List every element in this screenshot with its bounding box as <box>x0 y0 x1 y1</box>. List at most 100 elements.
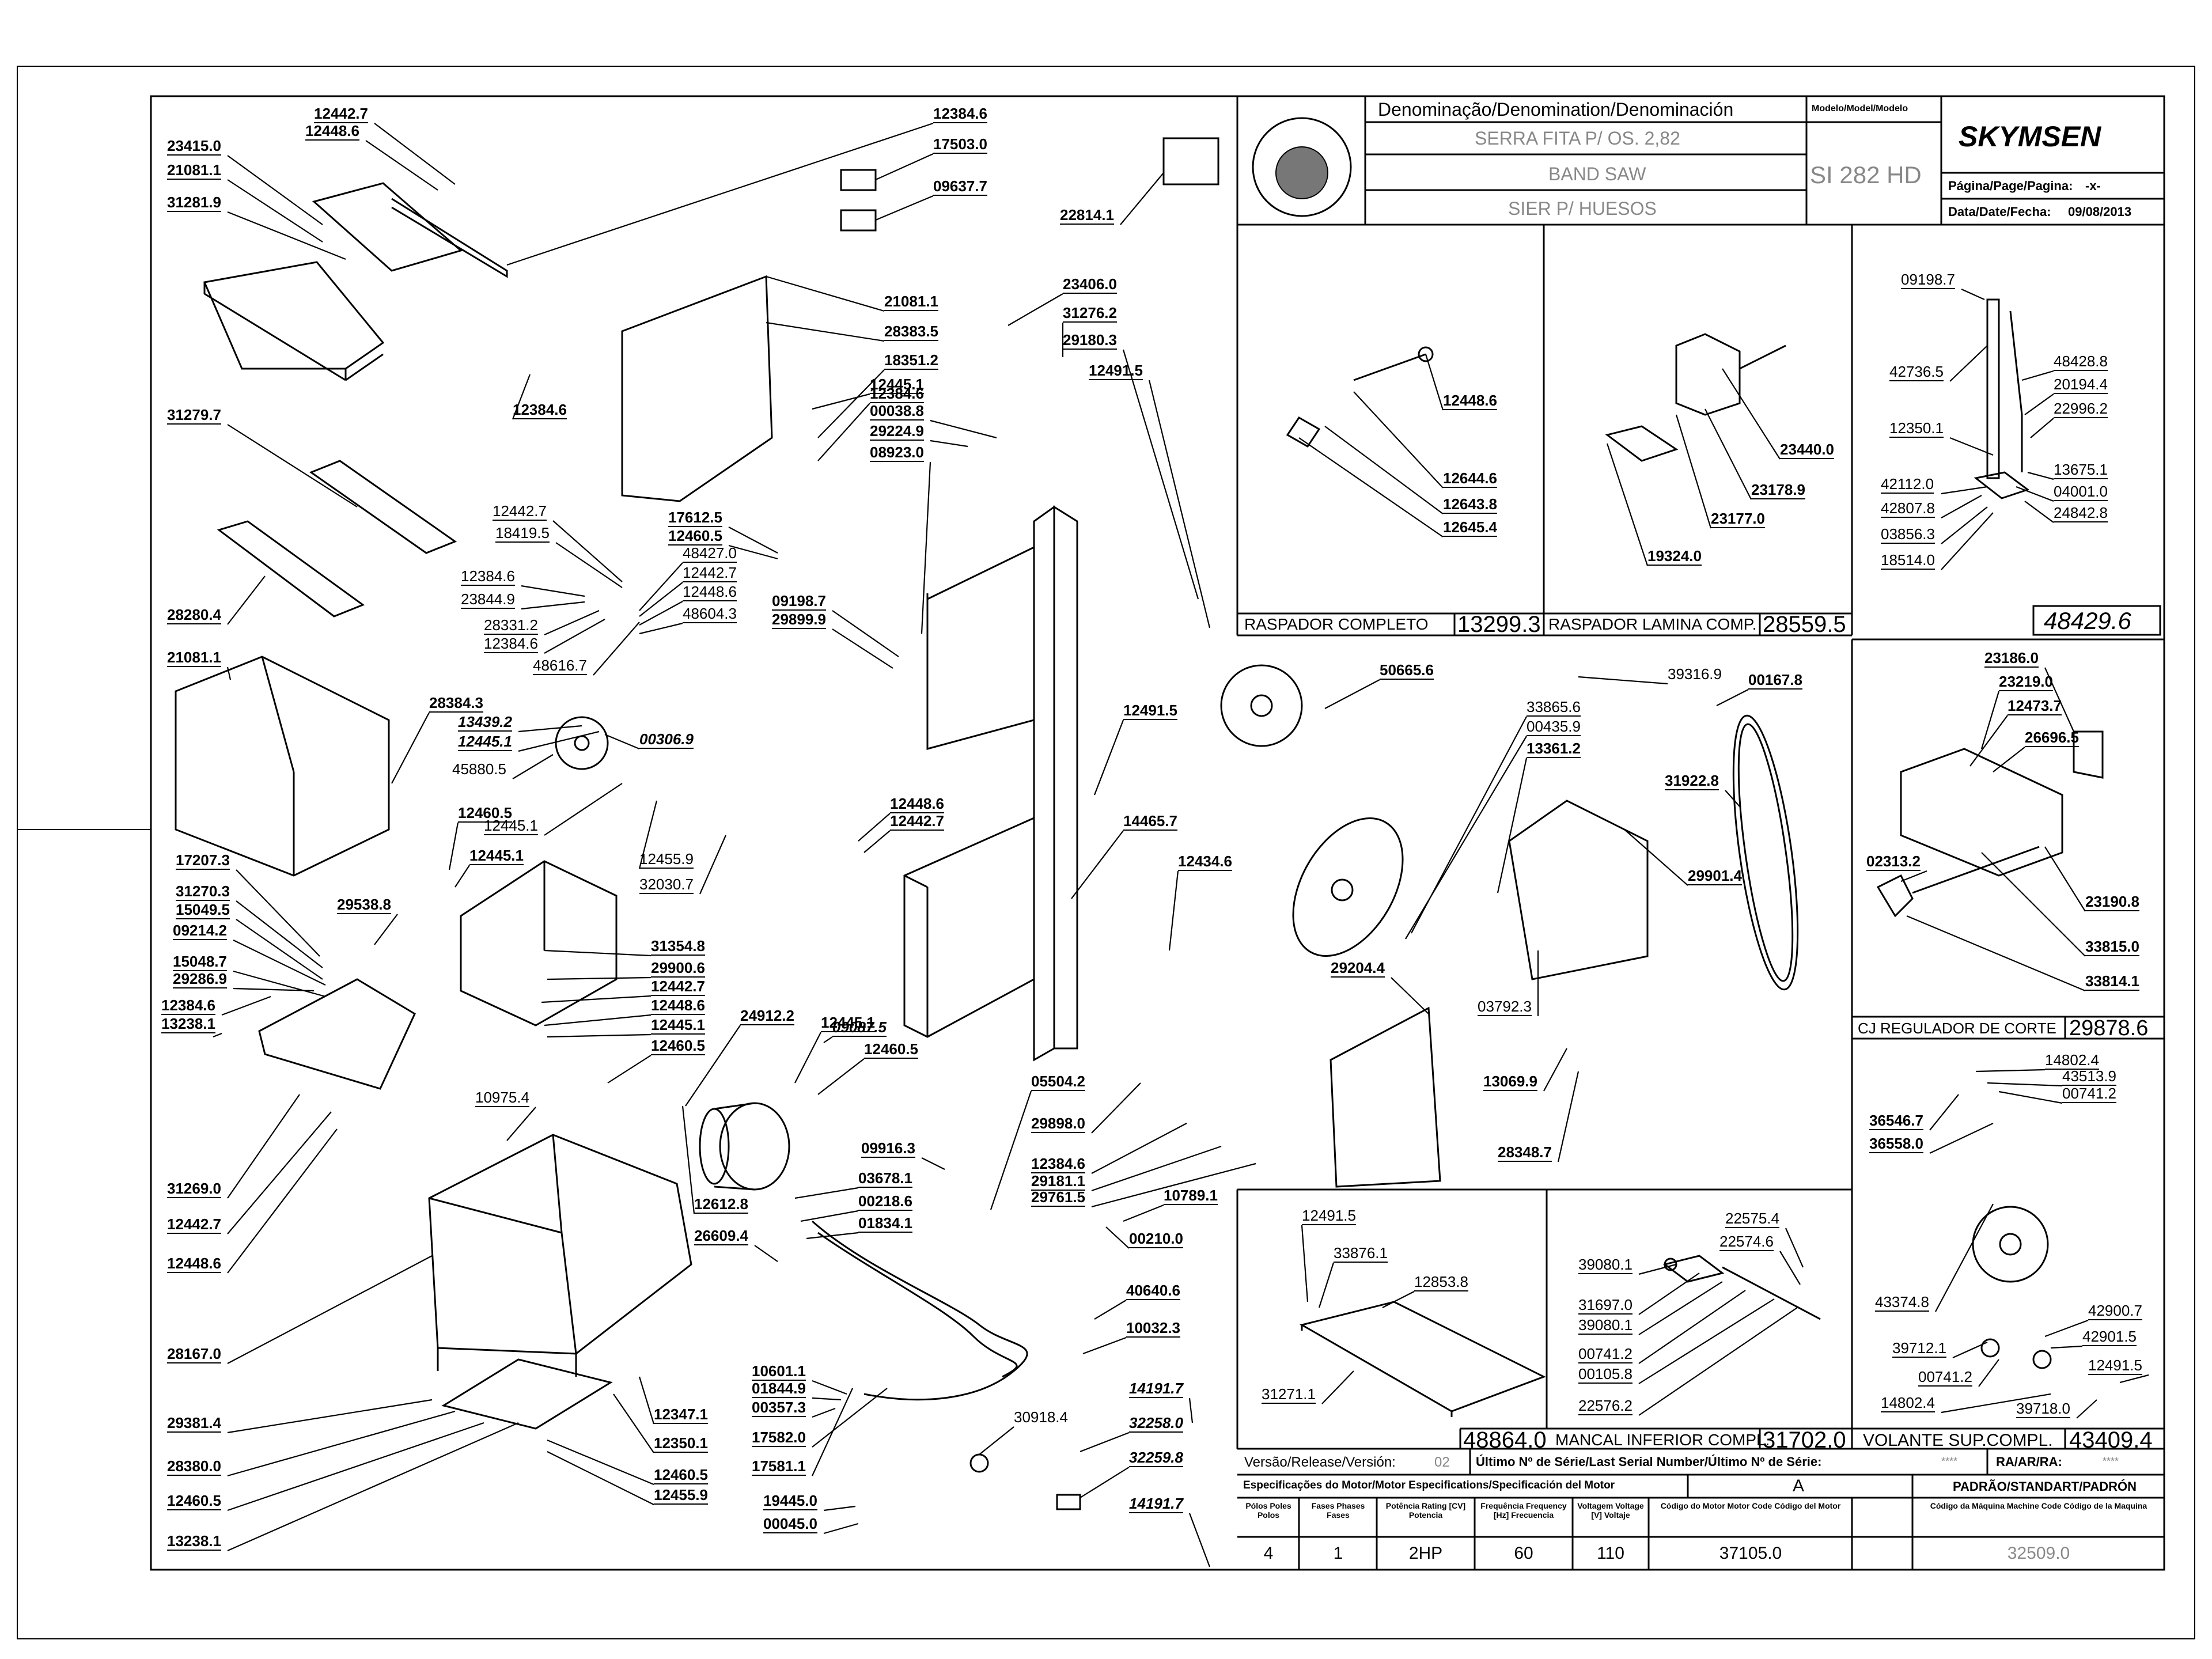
leader-line <box>1353 391 1444 488</box>
part-number-label: 29901.4 <box>1688 867 1742 885</box>
part-number-label: 29180.3 <box>1063 331 1117 350</box>
leader-line <box>1497 757 1528 893</box>
leader-line <box>1941 512 1994 570</box>
leader-line <box>823 1505 856 1512</box>
serial-value: **** <box>1941 1456 1958 1467</box>
leader-line <box>794 1187 859 1199</box>
part-number-label: 03678.1 <box>858 1169 912 1188</box>
leader-line <box>766 321 885 342</box>
leader-line <box>766 275 885 312</box>
part-number-label: 13238.1 <box>161 1015 215 1033</box>
part-number-label: 13439.2 <box>458 713 512 732</box>
leader-line <box>541 995 652 1003</box>
leader-line <box>921 461 931 634</box>
part-number-label: 00045.0 <box>763 1515 817 1533</box>
part-number-label: 48616.7 <box>533 657 587 675</box>
part-number-label: 00435.9 <box>1527 718 1581 736</box>
part-number-label: 23190.8 <box>2085 893 2139 911</box>
leader-line <box>817 403 870 461</box>
part-number-label: 28380.0 <box>167 1457 221 1476</box>
part-number-label: 50665.6 <box>1380 661 1434 680</box>
part-number-label: 18514.0 <box>1881 551 1935 570</box>
leader-line <box>544 783 623 836</box>
leader-line <box>1425 354 1444 411</box>
leader-line <box>544 1014 652 1027</box>
part-number-label: 12350.1 <box>654 1434 708 1453</box>
part-number-label: 31270.3 <box>176 882 230 901</box>
leader-line <box>227 1410 456 1477</box>
leader-line <box>858 813 891 842</box>
leader-line <box>1949 345 1988 382</box>
part-number-label: 12460.5 <box>668 527 722 546</box>
part-number-label: 28280.4 <box>167 606 221 624</box>
leader-line <box>547 1451 654 1505</box>
part-number-label: 12643.8 <box>1443 495 1497 514</box>
part-number-label: 12384.6 <box>461 567 515 586</box>
col-voltage: Voltagem Voltage [V] Voltaje <box>1577 1501 1644 1520</box>
leader-line <box>613 1393 654 1453</box>
leader-line <box>1148 380 1211 628</box>
leader-line <box>1969 715 2008 767</box>
part-number-label: 09916.3 <box>861 1139 915 1158</box>
leader-line <box>817 369 885 438</box>
leader-line <box>391 712 430 784</box>
leader-line <box>1093 719 1124 796</box>
col-poles: Pólos Poles Polos <box>1245 1501 1291 1520</box>
leader-line <box>607 1055 652 1084</box>
leader-line <box>823 1036 833 1043</box>
leader-line <box>2044 667 2075 732</box>
part-number-label: 12455.9 <box>654 1486 708 1505</box>
leader-line <box>552 520 623 582</box>
part-number-label: 00038.8 <box>870 402 924 421</box>
leader-line <box>555 542 623 588</box>
motor-spec-label: Especificações do Motor/Motor Especifica… <box>1243 1479 1615 1491</box>
motor-letter: A <box>1793 1476 1805 1495</box>
part-number-label: 33876.1 <box>1334 1244 1388 1263</box>
part-number-label: 31269.0 <box>167 1180 221 1198</box>
part-number-label: 29899.9 <box>772 611 826 629</box>
leader-line <box>227 1399 433 1434</box>
part-number-label: 31354.8 <box>651 937 705 956</box>
leader-line <box>812 1388 888 1448</box>
part-number-label: 12442.7 <box>651 978 705 996</box>
part-number-label: 12384.6 <box>161 997 215 1015</box>
part-number-label: 23440.0 <box>1780 441 1834 459</box>
part-number-label: 12612.8 <box>694 1195 748 1214</box>
leader-line <box>512 374 531 420</box>
model-header: Modelo/Model/Modelo <box>1812 104 1908 113</box>
part-number-label: 12455.9 <box>639 850 694 869</box>
leader-line <box>1624 829 1688 886</box>
part-number-label: 12448.6 <box>651 997 705 1015</box>
mancal-code: 31702.0 <box>1763 1427 1846 1453</box>
part-number-label: 48604.3 <box>683 605 737 623</box>
leader-line <box>593 622 640 676</box>
part-number-label: 12442.7 <box>683 564 737 582</box>
part-number-label: 40640.6 <box>1126 1282 1180 1300</box>
part-number-label: 39712.1 <box>1892 1339 1946 1358</box>
leader-line <box>812 393 870 410</box>
leader-line <box>2024 501 2054 523</box>
part-number-label: 23406.0 <box>1063 275 1117 294</box>
leader-line <box>374 914 398 945</box>
leader-line <box>227 1255 433 1364</box>
part-number-label: 31281.9 <box>167 194 221 212</box>
leader-line <box>1578 676 1668 685</box>
leader-line <box>2024 393 2054 415</box>
part-number-label: 12445.1 <box>469 847 524 865</box>
part-number-label: 23177.0 <box>1711 510 1765 528</box>
leader-line <box>2119 1374 2149 1384</box>
part-number-label: 04001.0 <box>2054 483 2108 501</box>
part-number-label: 30918.4 <box>1014 1408 1068 1426</box>
part-number-label: 00741.2 <box>2062 1085 2116 1103</box>
part-number-label: 23186.0 <box>1984 649 2039 668</box>
part-number-label: 14191.7 <box>1129 1380 1183 1398</box>
part-number-label: 18419.5 <box>495 524 550 543</box>
leader-line <box>639 622 683 635</box>
leader-line <box>1105 1226 1130 1249</box>
volante-caption: VOLANTE SUP.COMPL. <box>1863 1431 2053 1450</box>
version-label: Versão/Release/Versión: <box>1244 1455 1396 1470</box>
leader-line <box>1980 691 2000 749</box>
leader-line <box>1779 1251 1801 1285</box>
leader-line <box>1949 437 1994 456</box>
